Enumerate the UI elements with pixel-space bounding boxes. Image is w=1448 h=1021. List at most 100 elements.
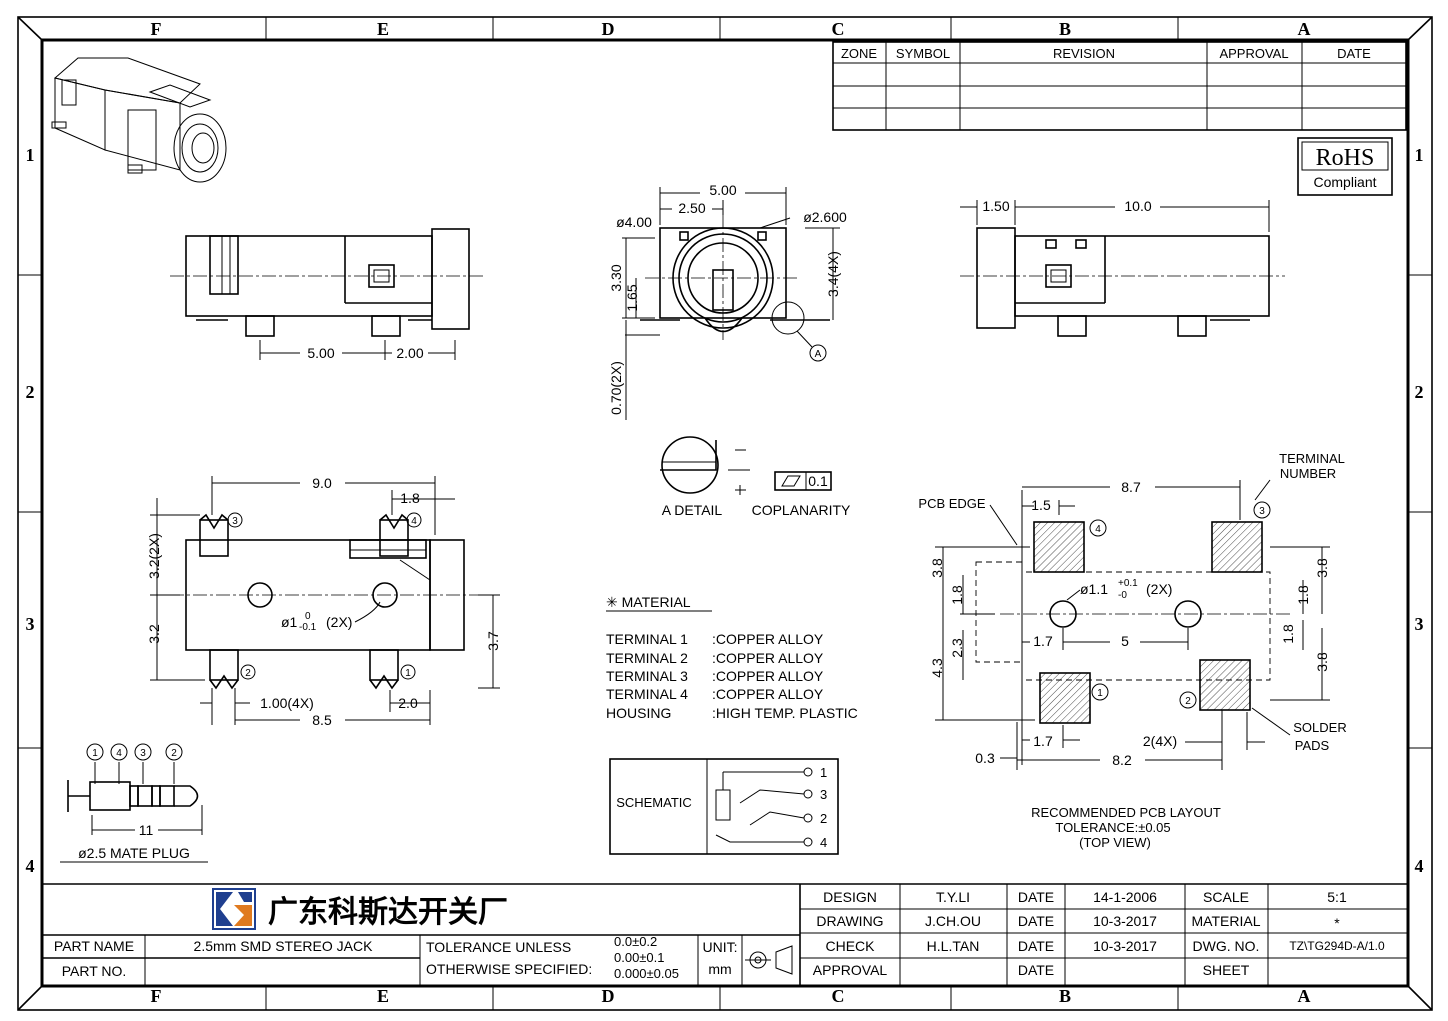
- detail-a-label: A DETAIL: [662, 502, 723, 518]
- col-label-a-bottom: A: [1298, 986, 1311, 1006]
- schematic-pin-4: 4: [820, 835, 827, 850]
- row-label-1-right: 1: [1415, 145, 1424, 165]
- tolerance-line-2: OTHERWISE SPECIFIED:: [426, 961, 592, 977]
- schematic-label: SCHEMATIC: [616, 795, 692, 810]
- material-title: ✳ MATERIAL: [606, 594, 691, 610]
- dim-right-1-50: 1.50: [982, 198, 1009, 214]
- dim-pcb-1-7b: 1.7: [1033, 733, 1053, 749]
- col-label-e-bottom: E: [377, 986, 389, 1006]
- col-label-d: D: [602, 19, 615, 39]
- material-row-5-value: :HIGH TEMP. PLASTIC: [712, 705, 858, 721]
- right-view: 1.50 10.0: [960, 198, 1285, 337]
- dim-top-hole: ø1: [281, 614, 298, 630]
- value-scale: 5:1: [1327, 889, 1347, 905]
- dim-pcb-1-5: 1.5: [1031, 497, 1051, 513]
- col-label-b: B: [1059, 19, 1071, 39]
- dim-top-3-2-2x: 3.2(2X): [146, 533, 162, 579]
- label-number: NUMBER: [1280, 466, 1336, 481]
- date-label-check: DATE: [1018, 938, 1054, 954]
- terminal-label-1: 1: [405, 668, 411, 679]
- date-design: 14-1-2006: [1093, 889, 1157, 905]
- dim-front-3-30: 3.30: [608, 264, 624, 291]
- sheet-frame: F E D C B A F E D C B A 1 2 3 4 1 2 3 4: [17, 16, 1433, 1011]
- material-row-2-name: TERMINAL 2: [606, 650, 688, 666]
- tolerance-line-1: TOLERANCE UNLESS: [426, 939, 571, 955]
- projection-symbol-icon: [745, 945, 793, 975]
- key-scale: SCALE: [1203, 889, 1249, 905]
- rev-header-approval: APPROVAL: [1219, 46, 1288, 61]
- label-pcb-edge: PCB EDGE: [918, 496, 986, 511]
- dim-top-3-2: 3.2: [146, 624, 162, 644]
- rohs-text: RoHS: [1316, 145, 1375, 171]
- isometric-view: [51, 57, 227, 183]
- dim-top-hole-qty: (2X): [326, 614, 352, 630]
- dim-pcb-3-8c: 3.8: [1314, 652, 1330, 672]
- terminal-label-4: 4: [411, 516, 417, 527]
- row-label-2: 2: [26, 382, 35, 402]
- pcb-caption-3: (TOP VIEW): [1079, 835, 1151, 850]
- value-material: *: [1334, 915, 1340, 931]
- pcb-layout: 4 3 1 2: [918, 451, 1346, 850]
- dim-top-1-8: 1.8: [400, 490, 420, 506]
- row-label-4-right: 4: [1415, 856, 1424, 876]
- tolerance-value-2: 0.00±0.1: [614, 950, 665, 965]
- dim-pcb-3-8a: 3.8: [929, 558, 945, 578]
- detail-a: 0.1 A DETAIL COPLANARITY: [660, 436, 851, 518]
- material-row-3-name: TERMINAL 3: [606, 668, 688, 684]
- plug-terminal-2: 2: [171, 748, 177, 759]
- role-check: CHECK: [825, 938, 875, 954]
- rev-header-symbol: SYMBOL: [896, 46, 950, 61]
- dim-pcb-5: 5: [1121, 633, 1129, 649]
- pcb-caption-1: RECOMMENDED PCB LAYOUT: [1031, 805, 1221, 820]
- schematic-pin-2: 2: [820, 811, 827, 826]
- date-drawing: 10-3-2017: [1093, 913, 1157, 929]
- dim-front-3-4: 3.4(4X): [825, 251, 841, 297]
- date-label-approval: DATE: [1018, 962, 1054, 978]
- tolerance-value-3: 0.000±0.05: [614, 966, 679, 981]
- dim-pcb-2-4x: 2(4X): [1143, 733, 1177, 749]
- label-pads: PADS: [1295, 738, 1330, 753]
- dim-top-8-5: 8.5: [312, 712, 332, 728]
- material-row-4-value: :COPPER ALLOY: [712, 686, 824, 702]
- title-block: 广东科斯达开关厂 PART NAME 2.5mm SMD STEREO JACK…: [42, 883, 1408, 986]
- pcb-terminal-4: 4: [1095, 524, 1101, 535]
- dim-pcb-3-8b: 3.8: [1314, 558, 1330, 578]
- pcb-terminal-2: 2: [1185, 696, 1191, 707]
- row-label-3: 3: [26, 614, 35, 634]
- value-dwg-no: TZ\TG294D-A/1.0: [1289, 939, 1385, 953]
- name-check: H.L.TAN: [927, 938, 980, 954]
- coplanarity-value: 0.1: [808, 473, 828, 489]
- dim-pcb-8-7: 8.7: [1121, 479, 1141, 495]
- dim-pcb-1-8b: 1.8: [1295, 585, 1311, 605]
- dim-front-d2600: ø2.600: [803, 209, 847, 225]
- dim-pcb-4-3: 4.3: [929, 658, 945, 678]
- mate-plug: 1 4 3 2 11 ø2.5 MATE PLUG: [60, 743, 208, 863]
- name-design: T.Y.LI: [936, 889, 970, 905]
- material-row-1-value: :COPPER ALLOY: [712, 631, 824, 647]
- material-row-1-name: TERMINAL 1: [606, 631, 688, 647]
- row-label-4: 4: [26, 856, 35, 876]
- material-row-4-name: TERMINAL 4: [606, 686, 688, 702]
- dim-pcb-hole: ø1.1: [1080, 581, 1108, 597]
- revision-table: ZONE SYMBOL REVISION APPROVAL DATE: [832, 41, 1407, 131]
- material-row-2-value: :COPPER ALLOY: [712, 650, 824, 666]
- dim-top-2-0: 2.0: [398, 695, 418, 711]
- rev-header-revision: REVISION: [1053, 46, 1115, 61]
- plug-label: ø2.5 MATE PLUG: [78, 845, 190, 861]
- row-label-2-right: 2: [1415, 382, 1424, 402]
- dim-front-d4: ø4.00: [616, 214, 652, 230]
- material-row-5-name: HOUSING: [606, 705, 671, 721]
- unit-label: UNIT:: [703, 939, 738, 955]
- schematic-pin-3: 3: [820, 787, 827, 802]
- dim-pcb-1-8c: 1.8: [1280, 624, 1296, 644]
- dim-top-3-7: 3.7: [485, 631, 501, 651]
- part-name-label: PART NAME: [54, 938, 134, 954]
- rev-header-date: DATE: [1337, 46, 1371, 61]
- unit-value: mm: [708, 961, 731, 977]
- company-logo-icon: [212, 888, 256, 930]
- tolerance-value-1: 0.0±0.2: [614, 934, 657, 949]
- pcb-terminal-1: 1: [1097, 688, 1103, 699]
- date-label-drawing: DATE: [1018, 913, 1054, 929]
- dim-side-2-00: 2.00: [396, 345, 423, 361]
